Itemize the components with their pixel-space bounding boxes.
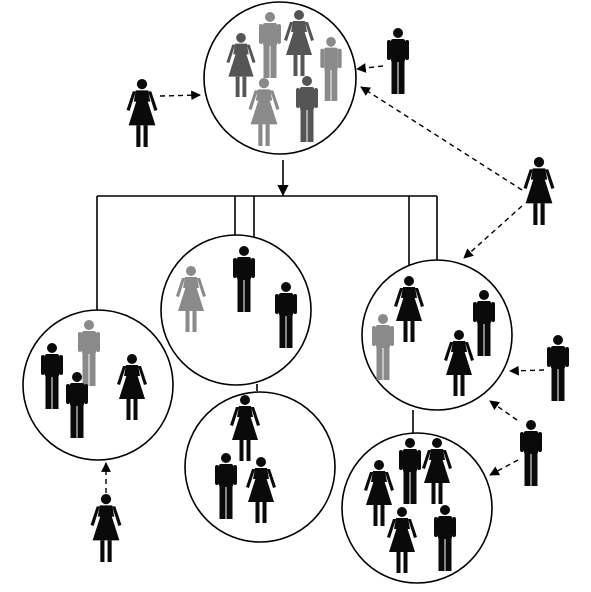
joiner-right-mid-male-figure-icon: [547, 335, 569, 401]
female-figure-icon: [394, 276, 424, 342]
group-members-middle: [176, 246, 297, 348]
joiner-right-upper-female-figure-icon: [523, 157, 555, 225]
male-figure-icon: [41, 343, 63, 409]
arrow-join-top-from-right: [356, 63, 384, 73]
female-figure-icon: [364, 460, 394, 526]
male-figure-icon: [296, 76, 318, 142]
male-figure-icon: [233, 246, 255, 312]
join-arrows: [101, 63, 545, 493]
joiner-top-right-male-figure-icon: [387, 28, 409, 94]
male-figure-icon: [473, 290, 495, 356]
joiner-right-lower-male-figure-icon: [520, 420, 542, 486]
group-members-bottom-middle: [215, 395, 276, 523]
female-figure-icon: [117, 354, 147, 420]
arrow-join-right-from-lower: [489, 400, 518, 421]
hierarchy-connectors: [96, 160, 438, 434]
female-figure-icon: [230, 395, 260, 461]
male-figure-icon: [434, 505, 456, 571]
female-figure-icon: [176, 266, 206, 332]
arrow-join-right-from-mid: [509, 365, 545, 376]
male-figure-icon: [372, 314, 394, 380]
male-figure-icon: [320, 37, 342, 101]
arrow-join-top-from-left: [159, 90, 201, 101]
joiner-top-left-female-figure-icon: [126, 79, 158, 147]
arrow-join-bottom-right-from-lower: [489, 459, 519, 476]
group-circle-middle: [160, 234, 312, 386]
group-members-left: [41, 320, 147, 438]
male-figure-icon: [66, 372, 88, 438]
group-members-top: [226, 10, 342, 146]
female-figure-icon: [226, 33, 256, 97]
group-circle-bottom-right: [341, 432, 493, 584]
group-members-bottom-right: [364, 438, 456, 573]
group-circle-left: [22, 309, 174, 461]
male-figure-icon: [275, 282, 297, 348]
male-figure-icon: [399, 438, 421, 504]
arrow-join-right-from-upper: [463, 205, 523, 259]
male-figure-icon: [259, 12, 281, 78]
female-figure-icon: [444, 330, 474, 396]
female-figure-icon: [387, 507, 417, 573]
group-members-right: [372, 276, 495, 396]
male-figure-icon: [215, 453, 237, 519]
female-figure-icon: [284, 10, 314, 76]
female-figure-icon: [246, 457, 276, 523]
joiner-bottom-left-female-figure-icon: [90, 494, 122, 562]
female-figure-icon: [422, 438, 452, 504]
male-figure-icon: [78, 320, 100, 386]
group-circle-bottom-middle: [184, 391, 336, 543]
female-figure-icon: [248, 78, 280, 146]
arrow-join-top-from-far-right: [360, 86, 523, 191]
